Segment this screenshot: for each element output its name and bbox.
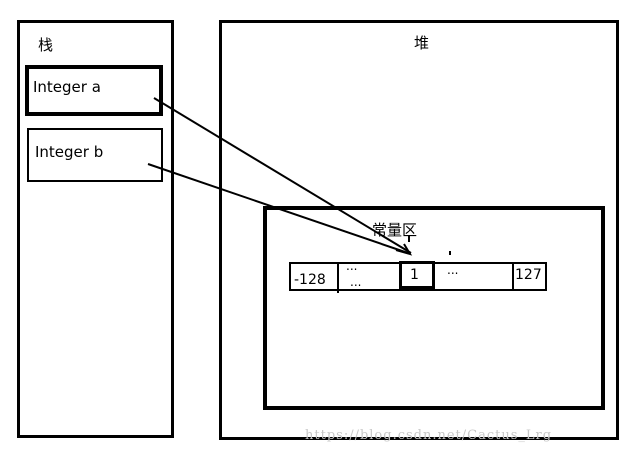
integer-b-label: Integer b [35, 143, 104, 161]
watermark-url: https://blog.csdn.net/Cactus_Lrg [305, 428, 553, 443]
cell-ellipsis-right: ... [447, 263, 459, 277]
stack-title: 栈 [38, 36, 54, 54]
constant-pool-region [263, 206, 605, 410]
cell-one-value: 1 [410, 267, 419, 283]
cell-divider-1 [337, 262, 339, 293]
cell-min-value: -128 [294, 272, 326, 288]
heap-title: 堆 [414, 34, 430, 52]
cell-divider-2 [512, 262, 514, 291]
integer-a-label: Integer a [33, 78, 101, 96]
cell-one-box [399, 261, 435, 289]
cell-ellipsis-left-2: ... [350, 275, 362, 289]
cell-ellipsis-left: ... [346, 259, 358, 273]
integer-a-box [25, 65, 163, 116]
integer-b-box [27, 128, 163, 182]
constant-pool-title: 常量区 [372, 221, 418, 239]
cell-max-value: 127 [515, 267, 542, 283]
